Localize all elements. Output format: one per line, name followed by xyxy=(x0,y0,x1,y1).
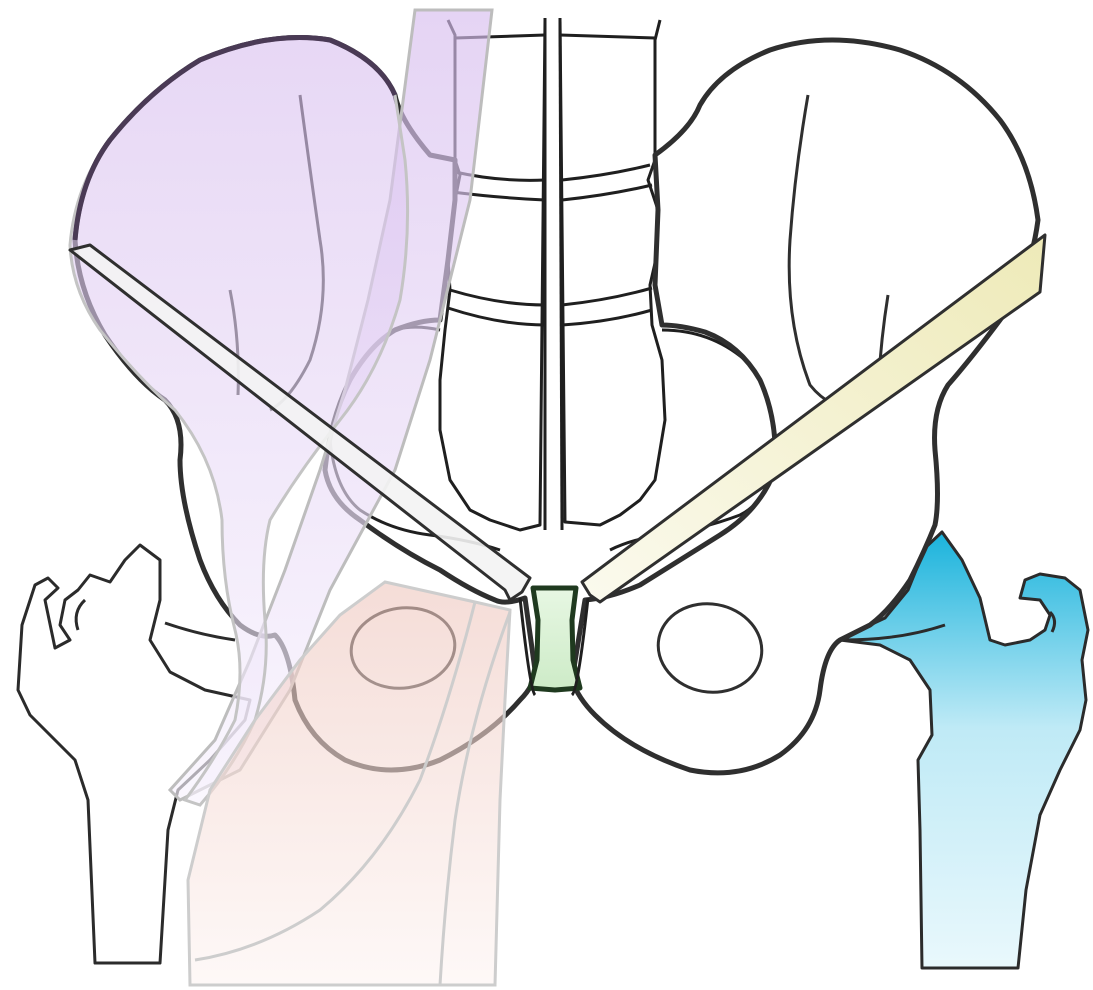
pelvis-diagram-canvas xyxy=(0,0,1093,990)
pelvis-anatomy-diagram xyxy=(0,0,1093,990)
